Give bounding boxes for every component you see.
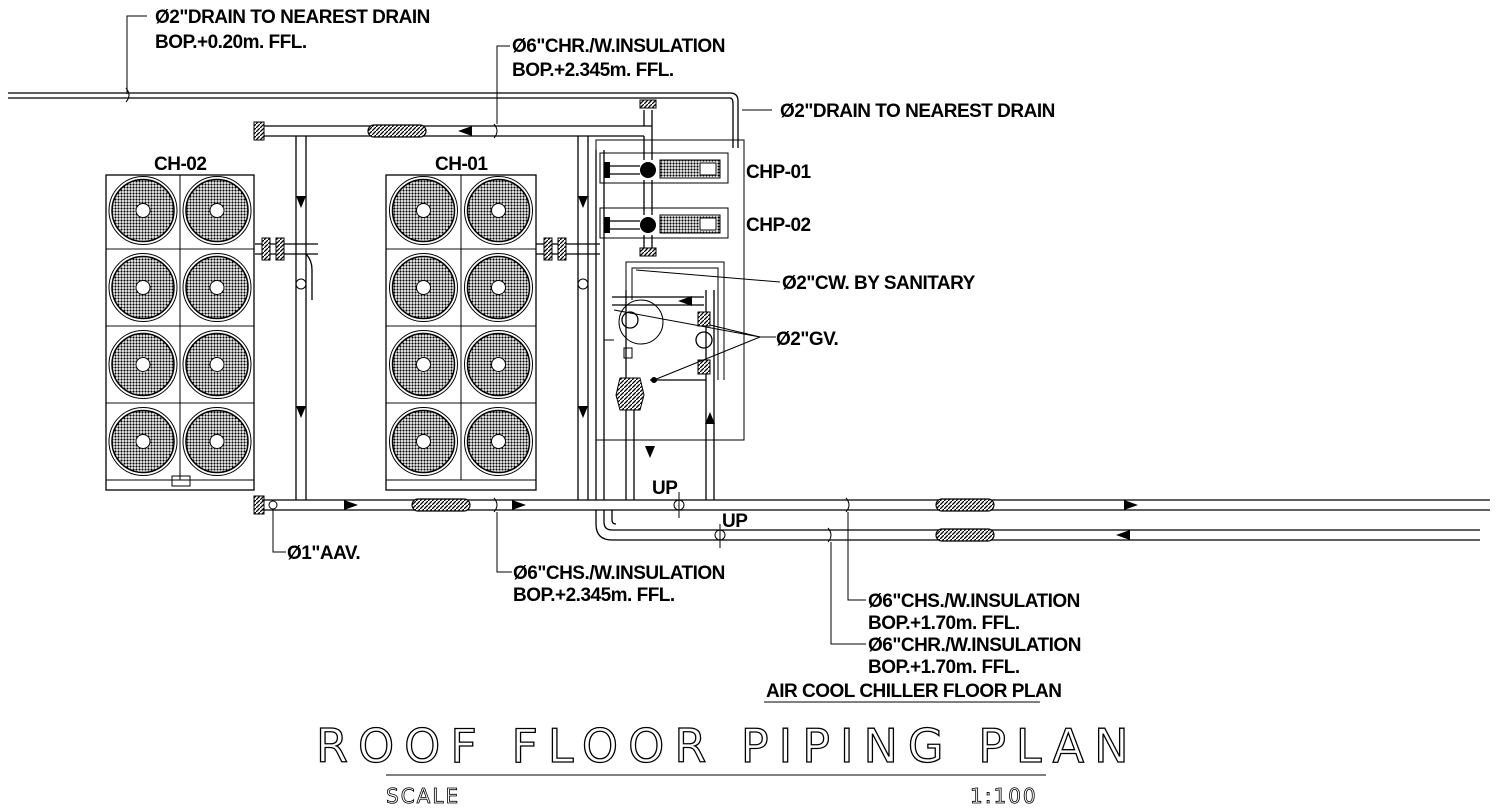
drain-right-label: Ø2"DRAIN TO NEAREST DRAIN xyxy=(780,101,1055,122)
condenser-fan-icon xyxy=(182,253,252,322)
condenser-fan-icon xyxy=(182,330,252,399)
condenser-fan-icon xyxy=(464,407,533,476)
chs-bottom-label-1: Ø6"CHS./W.INSULATION xyxy=(513,563,725,584)
chs-pipe-bottom xyxy=(262,492,1490,601)
chiller-ch-02 xyxy=(105,174,255,491)
chiller-ch-02-label: CH-02 xyxy=(154,154,206,175)
condenser-fan-icon xyxy=(182,407,252,476)
aav-label: Ø1"AAV. xyxy=(287,543,360,564)
condenser-fan-icon xyxy=(108,253,178,322)
condenser-fan-icon xyxy=(464,253,533,322)
condenser-fan-icon xyxy=(108,330,178,399)
condenser-fan-icon xyxy=(464,176,533,245)
condenser-fan-icon xyxy=(108,176,178,245)
up-label-1: UP xyxy=(652,478,678,499)
condenser-fan-icon xyxy=(389,176,458,245)
drain-top-label-1: Ø2"DRAIN TO NEAREST DRAIN xyxy=(155,7,430,28)
chs-bottom-label-2: BOP.+2.345m. FFL. xyxy=(513,585,675,606)
chr-pipe-bottom xyxy=(595,510,1480,645)
pump-chp-01-label: CHP-01 xyxy=(746,162,812,183)
up-label-2: UP xyxy=(722,511,748,532)
chs-right-label-2: BOP.+1.70m. FFL. xyxy=(868,613,1020,634)
chs-right-label-1: Ø6"CHS./W.INSULATION xyxy=(868,591,1080,612)
cw-sanitary-label: Ø2"CW. BY SANITARY xyxy=(782,273,976,294)
pump-room xyxy=(595,139,745,458)
pump-chp-02 xyxy=(604,214,721,234)
condenser-fan-icon xyxy=(108,407,178,476)
drawing-title: ROOF FLOOR PIPING PLAN xyxy=(316,719,1139,773)
chr-top-label-2: BOP.+2.345m. FFL. xyxy=(512,60,674,81)
pump-chp-02-label: CHP-02 xyxy=(746,215,811,236)
chiller-ch-01-label: CH-01 xyxy=(435,154,488,175)
drain-top-label-2: BOP.+0.20m. FFL. xyxy=(155,32,307,53)
scale-value: 1:100 xyxy=(970,784,1038,808)
chr-top-label-1: Ø6"CHR./W.INSULATION xyxy=(512,36,725,57)
pump-chp-01 xyxy=(604,159,721,179)
scale-label: SCALE xyxy=(386,784,460,808)
condenser-fan-icon xyxy=(389,330,458,399)
drawing-subtitle: AIR COOL CHILLER FLOOR PLAN xyxy=(766,681,1061,702)
condenser-fan-icon xyxy=(389,253,458,322)
chr-right-label-1: Ø6"CHR./W.INSULATION xyxy=(868,635,1081,656)
chiller-ch-01 xyxy=(385,174,537,491)
gate-valve-label: Ø2"GV. xyxy=(776,329,838,350)
leader-lines xyxy=(613,109,781,381)
condenser-fan-icon xyxy=(464,330,533,399)
condenser-fan-icon xyxy=(182,176,252,245)
condenser-fan-icon xyxy=(389,407,458,476)
drain-pipe-top xyxy=(8,15,739,148)
chr-right-label-2: BOP.+1.70m. FFL. xyxy=(868,657,1020,678)
